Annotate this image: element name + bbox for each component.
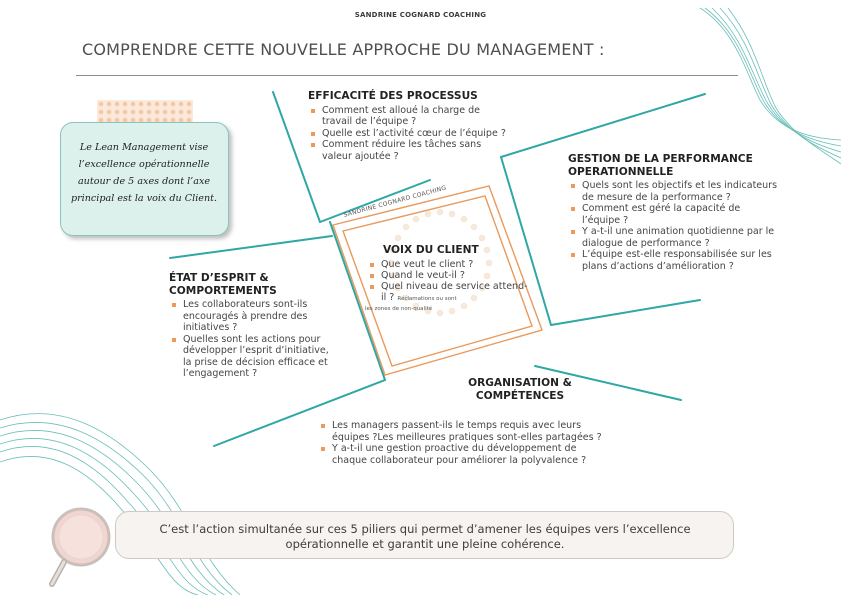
swirl-lines-decoration bbox=[0, 414, 240, 595]
title-divider bbox=[76, 75, 738, 76]
swirl-lines-decoration bbox=[700, 8, 841, 164]
section-organisation-list: Les managers passent-ils le temps requis… bbox=[318, 418, 608, 466]
list-item: L’équipe est-elle responsabilisée sur le… bbox=[568, 249, 778, 272]
section-gestion: GESTION DE LA PERFORMANCE OPERATIONNELLE… bbox=[568, 153, 778, 272]
section-heading: VOIX DU CLIENT bbox=[383, 244, 547, 257]
section-organisation: ORGANISATION & COMPÉTENCES bbox=[440, 377, 600, 402]
section-heading: EFFICACITÉ DES PROCESSUS bbox=[308, 90, 508, 103]
list-item: Y a-t-il une animation quotidienne par l… bbox=[568, 226, 778, 249]
list-item: Y a-t-il une gestion proactive du dévelo… bbox=[318, 443, 592, 466]
list-item: Quel niveau de service attend-il ? Récla… bbox=[367, 281, 531, 305]
list-item: Quand le veut-il ? bbox=[367, 270, 547, 281]
list-item: Quels sont les objectifs et les indicate… bbox=[568, 180, 778, 203]
magnifier-icon bbox=[52, 509, 109, 584]
list-item: Comment est alloué la charge de travail … bbox=[308, 105, 508, 128]
list-item: Les managers passent-ils le temps requis… bbox=[318, 420, 608, 443]
section-efficacite: EFFICACITÉ DES PROCESSUS Comment est all… bbox=[308, 90, 508, 162]
section-heading: ORGANISATION & COMPÉTENCES bbox=[440, 377, 600, 402]
footer-quote: C’est l’action simultanée sur ces 5 pili… bbox=[135, 522, 715, 552]
page-title: COMPRENDRE CETTE NOUVELLE APPROCHE DU MA… bbox=[82, 40, 605, 59]
small-note: Réclamations ou sont bbox=[397, 296, 456, 302]
list-item: Quelles sont les actions pour développer… bbox=[169, 334, 339, 380]
list-item: Comment réduire les tâches sans valeur a… bbox=[308, 139, 492, 162]
list-item: Les collaborateurs sont-ils encouragés à… bbox=[169, 299, 339, 334]
brand-header: SANDRINE COGNARD COACHING bbox=[0, 11, 841, 19]
list-item: Que veut le client ? bbox=[367, 259, 547, 270]
section-heading: GESTION DE LA PERFORMANCE OPERATIONNELLE bbox=[568, 153, 778, 178]
lean-note-text: Le Lean Management vise l’excellence opé… bbox=[66, 139, 222, 207]
list-item: Comment est géré la capacité de l’équipe… bbox=[568, 203, 778, 226]
small-note: les zones de non-qualité bbox=[365, 306, 547, 312]
section-voix-client: VOIX DU CLIENT Que veut le client ? Quan… bbox=[367, 244, 547, 312]
list-item: Quelle est l’activité cœur de l’équipe ? bbox=[308, 128, 508, 140]
section-etat-esprit: ÉTAT D’ESPRIT & COMPORTEMENTS Les collab… bbox=[169, 272, 339, 380]
section-heading: ÉTAT D’ESPRIT & COMPORTEMENTS bbox=[169, 272, 339, 297]
